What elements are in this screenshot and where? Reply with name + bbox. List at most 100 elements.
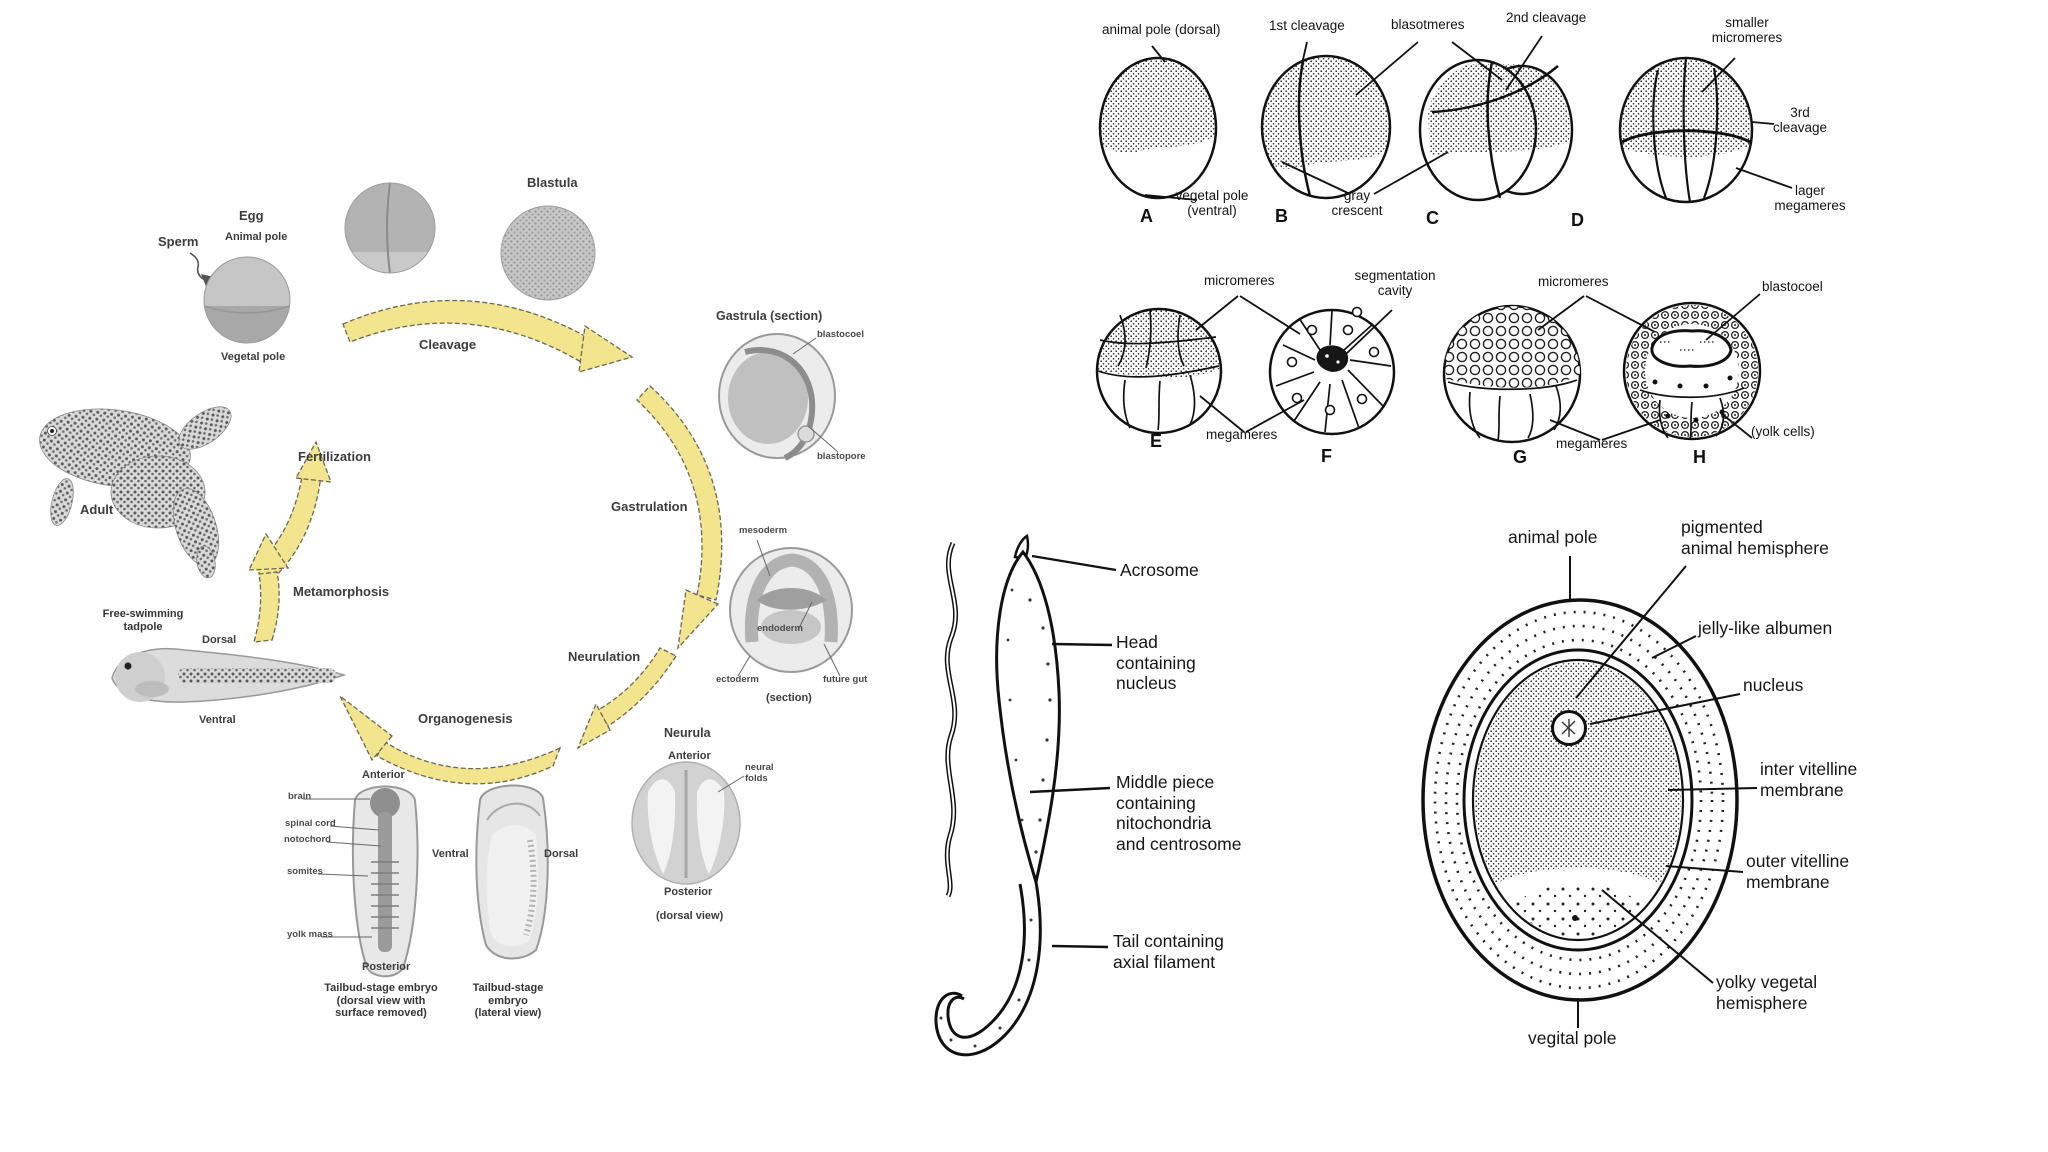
sperm-middle-piece-label: Middle piece containing nitochondria and… — [1116, 772, 1242, 854]
egg-label: Egg — [239, 208, 264, 223]
spinal-cord-label: spinal cord — [285, 818, 336, 829]
blastula-g — [1442, 304, 1582, 444]
fertilization-arrowhead — [294, 440, 332, 483]
sperm-head-label: Head containing nucleus — [1116, 632, 1196, 694]
yolk-cells-label: (yolk cells) — [1751, 424, 1815, 439]
free-swimming-tadpole-label: Free-swimming tadpole — [102, 608, 184, 633]
first-cleavage-label: 1st cleavage — [1269, 18, 1345, 33]
third-cleavage-label: 3rd cleavage — [1772, 105, 1828, 136]
metamorphosis-label: Metamorphosis — [293, 584, 390, 599]
stage-g-letter: G — [1513, 447, 1528, 467]
gastrulation-label: Gastrulation — [611, 499, 688, 514]
sperm-label: Sperm — [158, 234, 199, 249]
blastula-illustration — [500, 205, 596, 301]
tailbud-anterior-label: Anterior — [362, 769, 405, 781]
vegetal-pole-ventral-label: vegetal pole (ventral) — [1175, 188, 1249, 219]
organogenesis-label: Organogenesis — [418, 711, 513, 726]
blastocoel-gh-label: blastocoel — [1762, 279, 1823, 294]
stage-h-letter: H — [1693, 447, 1706, 467]
acrosome-label: Acrosome — [1120, 560, 1199, 580]
gastrulation-arrowhead — [677, 589, 720, 650]
micromeres-ef-label: micromeres — [1204, 273, 1275, 288]
neural-folds-label: neural folds — [745, 762, 774, 784]
tailbud-ventral-label: Ventral — [432, 848, 469, 860]
sperm-leader-lines — [1029, 554, 1117, 949]
egg-leader-lines — [1569, 556, 1758, 1028]
second-cleavage-label: 2nd cleavage — [1506, 10, 1587, 25]
egg-animal-pole-label: animal pole — [1508, 527, 1598, 547]
notochord-label: notochord — [284, 834, 331, 845]
inter-vitelline-label: inter vitelline membrane — [1760, 759, 1858, 800]
neurulation-label: Neurulation — [568, 649, 641, 664]
somites-label: somites — [287, 866, 323, 877]
tailbud-leader-lines — [303, 798, 382, 938]
egg-a — [1098, 56, 1218, 200]
brain-label: brain — [288, 791, 312, 802]
neurula-illustration — [631, 761, 745, 885]
two-cell-illustration — [344, 182, 436, 274]
cleavage-series-illustrations — [1095, 35, 1793, 444]
neurula-label: Neurula — [664, 726, 711, 740]
yolk-mass-label: yolk mass — [287, 929, 333, 940]
neurula-posterior-label: Posterior — [664, 886, 713, 898]
sperm-illustration — [934, 534, 1117, 1057]
vegetal-pole-label: Vegetal pole — [221, 351, 286, 363]
blastocoel-label: blastocoel — [817, 329, 864, 340]
stage-d-letter: D — [1571, 210, 1584, 230]
tailbud-dorsal-illustration — [303, 785, 419, 978]
section-label: (section) — [766, 692, 812, 704]
sperm-tail-shape — [934, 881, 1042, 1057]
stage-c-letter: C — [1426, 208, 1439, 228]
blastula-e — [1095, 307, 1223, 435]
cleavage-label: Cleavage — [419, 337, 477, 352]
gastrula-section-illustration — [718, 333, 839, 461]
egg-illustration — [203, 256, 291, 344]
egg-nucleus-label: nucleus — [1743, 675, 1804, 695]
metamorphosis-arrowhead — [247, 532, 290, 571]
vegital-pole-label: vegital pole — [1528, 1028, 1617, 1048]
blastopore-label: blastopore — [817, 451, 866, 462]
gastrulation-arrow — [636, 385, 723, 601]
blastula-h — [1622, 301, 1762, 441]
megameres-ef-label: megameres — [1206, 427, 1278, 442]
tadpole-dorsal-label: Dorsal — [202, 634, 237, 646]
adult-frog-illustration — [39, 406, 232, 579]
tadpole-illustration — [111, 648, 347, 703]
organogenesis-arrowhead — [339, 695, 393, 762]
smaller-micromeres-label: smaller micromeres — [1711, 15, 1783, 46]
late-gastrula-illustration — [729, 539, 853, 677]
tailbud-lateral-caption: Tailbud-stage embryo (lateral view) — [472, 982, 544, 1020]
organogenesis-arrow — [376, 741, 562, 785]
tailbud-dorsal-label: Dorsal — [544, 848, 579, 860]
sperm-head-shape — [995, 549, 1061, 888]
stage-f-letter: F — [1321, 446, 1332, 466]
animal-pole-label: Animal pole — [225, 231, 288, 243]
tailbud-posterior-label: Posterior — [362, 961, 411, 973]
yolky-vegetal-label: yolky vegetal hemisphere — [1716, 972, 1818, 1013]
egg-b — [1260, 54, 1392, 200]
stage-b-letter: B — [1275, 206, 1288, 226]
future-gut-label: future gut — [823, 674, 868, 685]
fertilization-label: Fertilization — [298, 449, 371, 464]
gray-crescent-label: gray crescent — [1331, 188, 1383, 219]
endoderm-label: endoderm — [757, 623, 803, 634]
sperm-tail-label: Tail containing axial filament — [1113, 931, 1224, 972]
cycle-arrows — [247, 299, 723, 785]
tailbud-dorsal-caption: Tailbud-stage embryo (dorsal view with s… — [324, 982, 438, 1020]
tadpole-ventral-label: Ventral — [199, 714, 236, 726]
micromeres-gh-label: micromeres — [1538, 274, 1609, 289]
blastula-label: Blastula — [527, 175, 578, 190]
stage-e-letter: E — [1150, 431, 1163, 451]
mesoderm-label: mesoderm — [739, 525, 788, 536]
megameres-gh-label: megameres — [1556, 436, 1628, 451]
adult-label: Adult — [80, 502, 114, 517]
cleavage-leader-lines — [1144, 35, 1793, 441]
egg-c — [1418, 58, 1574, 202]
neurula-anterior-label: Anterior — [668, 750, 711, 762]
jelly-albumen-label: jelly-like albumen — [1698, 618, 1833, 638]
stage-a-letter: A — [1140, 206, 1153, 226]
ectoderm-label: ectoderm — [716, 674, 759, 685]
egg-section-illustration — [1421, 556, 1758, 1028]
